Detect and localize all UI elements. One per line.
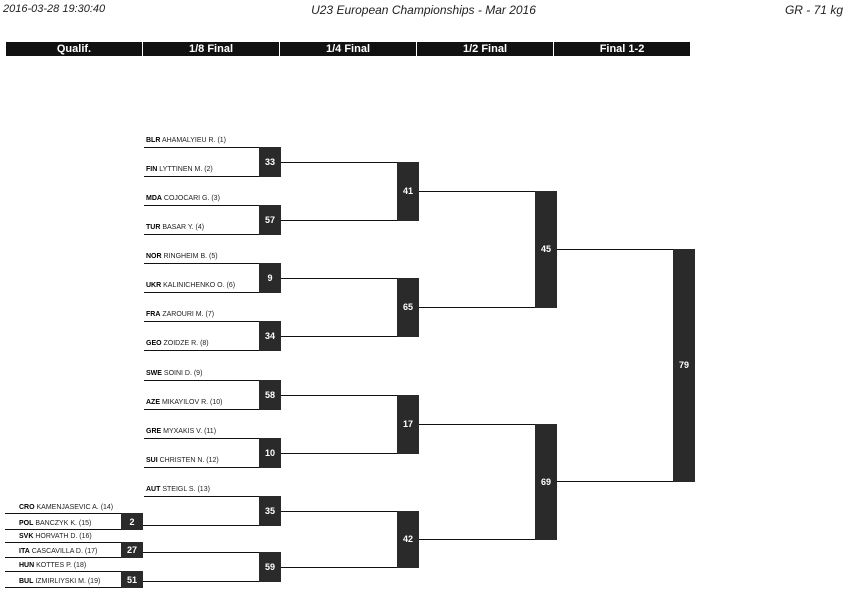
quarter-result-box: 17 [397, 394, 419, 454]
bracket-line [281, 566, 397, 568]
bracket-line [419, 306, 535, 308]
competitor-name: BUL IZMIRLIYSKI M. (19) [19, 578, 101, 585]
bracket-line [144, 205, 259, 206]
round-eighth-final: 1/8 Final [143, 42, 280, 56]
competitor-name: FIN LYTTINEN M. (2) [146, 166, 213, 173]
bracket-line [144, 409, 259, 410]
competitor-name: GEO ZOIDZE R. (8) [146, 340, 209, 347]
qualif-result-box: 27 [121, 542, 143, 558]
bracket-line [144, 176, 259, 177]
weight-category: GR - 71 kg [784, 3, 843, 17]
competitor-name: CRO KAMENJASEVIC A. (14) [19, 504, 114, 511]
bracket-line [143, 552, 259, 553]
bracket-line [281, 452, 397, 454]
bracket-line [5, 529, 121, 530]
competitor-name: UKR KALINICHENKO O. (6) [146, 282, 236, 289]
bracket-line [5, 513, 121, 514]
final-result-box: 79 [673, 248, 695, 482]
bracket-line [5, 587, 121, 588]
bracket-line [5, 557, 121, 558]
semi-result-box: 45 [535, 190, 557, 308]
match-result-box: 57 [259, 205, 281, 235]
round-semi-final: 1/2 Final [417, 42, 554, 56]
bracket-line [144, 438, 259, 439]
competitor-name: SVK HORVATH D. (16) [19, 533, 92, 540]
bracket-line [144, 234, 259, 235]
bracket-line [557, 248, 673, 250]
bracket-line [557, 481, 673, 482]
match-result-box: 34 [259, 321, 281, 351]
competitor-name: NOR RINGHEIM B. (5) [146, 253, 218, 260]
bracket-line [144, 380, 259, 381]
bracket-line [5, 542, 121, 543]
competitor-name: BLR AHAMALYIEU R. (1) [146, 137, 226, 144]
bracket-line [144, 292, 259, 293]
timestamp: 2016-03-28 19:30:40 [3, 3, 106, 15]
competitor-name: FRA ZAROURI M. (7) [146, 311, 215, 318]
bracket-line [419, 538, 535, 540]
competitor-name: SWE SOINI D. (9) [146, 370, 203, 377]
bracket-line [144, 147, 259, 148]
bracket-line [144, 350, 259, 351]
quarter-result-box: 65 [397, 277, 419, 337]
competitor-name: ITA CASCAVILLA D. (17) [19, 548, 98, 555]
bracket-line [419, 190, 535, 192]
bracket-line [281, 161, 397, 163]
bracket-line [281, 510, 397, 512]
bracket-line [281, 277, 397, 279]
round-header-bar: Qualif. 1/8 Final 1/4 Final 1/2 Final Fi… [6, 42, 691, 56]
match-result-box: 33 [259, 147, 281, 177]
qualif-result-box: 51 [121, 571, 143, 588]
competitor-name: POL BANCZYK K. (15) [19, 520, 92, 527]
competitor-name: AUT STEIGL S. (13) [146, 486, 210, 493]
qualif-result-box: 2 [121, 513, 143, 530]
match-result-box: 59 [259, 552, 281, 582]
match-result-box: 35 [259, 496, 281, 526]
competitor-name: SUI CHRISTEN N. (12) [146, 457, 219, 464]
competitor-name: AZE MIKAYILOV R. (10) [146, 399, 223, 406]
competitor-name: TUR BASAR Y. (4) [146, 224, 205, 231]
competitor-name: GRE MYXAKIS V. (11) [146, 428, 217, 435]
bracket-line [144, 467, 259, 468]
competitor-name: MDA COJOCARI G. (3) [146, 195, 220, 202]
bracket-line [5, 571, 121, 572]
round-final: Final 1-2 [554, 42, 691, 56]
round-qualif: Qualif. [6, 42, 143, 56]
bracket-line [143, 525, 259, 526]
bracket-line [143, 581, 259, 582]
quarter-result-box: 41 [397, 161, 419, 221]
quarter-result-box: 42 [397, 510, 419, 568]
semi-result-box: 69 [535, 423, 557, 540]
competitor-name: HUN KOTTES P. (18) [19, 562, 87, 569]
round-quarter-final: 1/4 Final [280, 42, 417, 56]
bracket-line [144, 496, 259, 497]
match-result-box: 10 [259, 438, 281, 468]
page-title: U23 European Championships - Mar 2016 [311, 3, 536, 17]
bracket-line [281, 394, 397, 396]
match-result-box: 58 [259, 380, 281, 410]
bracket-line [281, 335, 397, 337]
bracket-line [281, 219, 397, 221]
bracket-line [419, 423, 535, 425]
bracket-line [144, 321, 259, 322]
match-result-box: 9 [259, 263, 281, 293]
bracket-line [144, 263, 259, 264]
